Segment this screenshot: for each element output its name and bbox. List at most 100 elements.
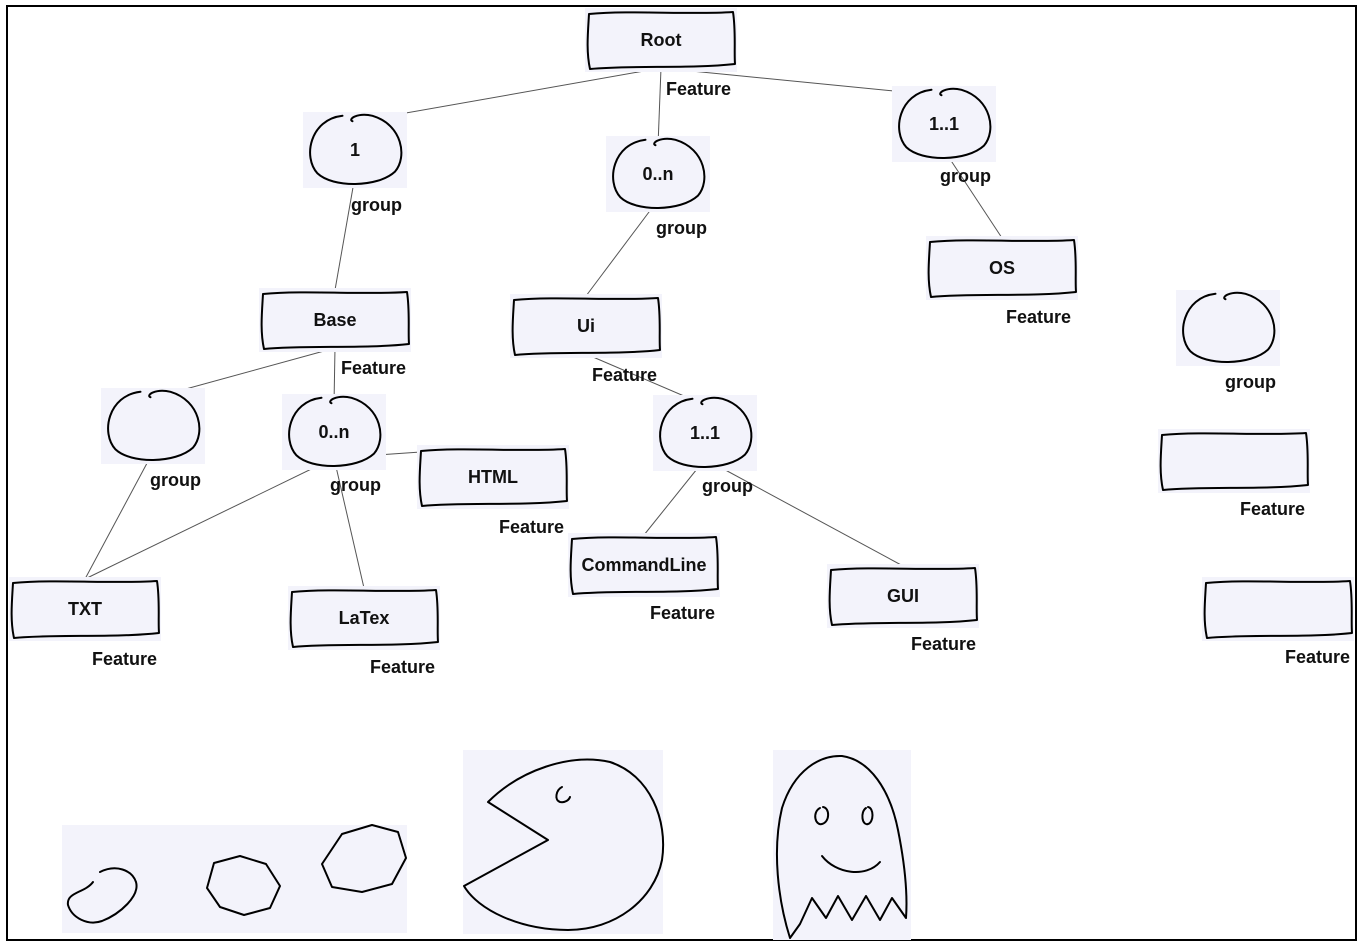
feature-box-outline (511, 297, 661, 356)
feature-box-outline (260, 291, 410, 350)
ghost-right-eye-icon (861, 806, 874, 826)
group-node-g_txt[interactable]: group (101, 388, 205, 490)
feature-type-label: Feature (92, 649, 157, 669)
feature-box-outline (418, 448, 568, 507)
edge-root-g_ui (657, 67, 662, 147)
group-type-label: group (150, 470, 201, 490)
node-background (1176, 290, 1280, 366)
ghost-doodle (773, 750, 911, 940)
feature-box-outline (927, 239, 1077, 298)
feature-box-outline (1159, 432, 1309, 491)
feature-node-palette_feature_1[interactable]: Feature (1158, 429, 1310, 519)
scribble-octagon-icon (321, 824, 407, 893)
node-label: 1 (350, 140, 360, 160)
scribble-octagon-icon (206, 855, 281, 916)
group-ellipse-outline (107, 389, 201, 461)
group-node-g_base[interactable]: 1 group (303, 112, 407, 215)
feature-box-outline (586, 11, 736, 70)
group-type-label: group (1225, 372, 1276, 392)
edge-g_mode-cmd (643, 458, 706, 536)
node-background (585, 8, 737, 72)
group-node-palette_group[interactable]: group (1176, 290, 1280, 392)
doodle-background (773, 750, 911, 940)
nodes-layer: RootFeature1group0..ngroup1..1groupOSFea… (9, 8, 1354, 677)
doodle-background (463, 750, 663, 934)
edge-g_ui-ui (585, 199, 659, 297)
pacman-eye-icon (555, 786, 571, 804)
feature-box-outline (569, 536, 719, 595)
group-ellipse-outline (659, 396, 753, 468)
node-background (510, 294, 662, 358)
node-background (9, 577, 161, 641)
group-ellipse-outline (1182, 291, 1276, 363)
group-node-g_ui[interactable]: 0..n group (606, 136, 710, 238)
node-label: Base (313, 310, 356, 330)
feature-type-label: Feature (1006, 307, 1071, 327)
feature-node-palette_feature_2[interactable]: Feature (1202, 577, 1354, 667)
node-background (1202, 577, 1354, 641)
feature-node-os[interactable]: OS Feature (926, 236, 1078, 327)
doodle-background (62, 825, 407, 933)
node-background (926, 236, 1078, 300)
node-label: 1..1 (929, 114, 959, 134)
group-type-label: group (656, 218, 707, 238)
edge-g_base-base (334, 175, 356, 291)
node-label: HTML (468, 467, 518, 487)
group-node-g_out[interactable]: 0..n group (282, 394, 386, 495)
doodles-layer (62, 750, 911, 940)
group-ellipse-outline (898, 87, 992, 159)
feature-type-label: Feature (370, 657, 435, 677)
node-label: 0..n (318, 422, 349, 442)
node-label: 1..1 (690, 423, 720, 443)
group-ellipse-outline (612, 137, 706, 209)
node-background (1158, 429, 1310, 493)
feature-type-label: Feature (650, 603, 715, 623)
node-background (101, 388, 205, 464)
pacman-doodle (463, 750, 665, 934)
canvas-frame (6, 5, 1357, 941)
ghost-left-eye-icon (814, 806, 830, 826)
feature-type-label: Feature (911, 634, 976, 654)
feature-node-gui[interactable]: GUI Feature (827, 564, 979, 654)
group-type-label: group (940, 166, 991, 186)
node-label: 0..n (642, 164, 673, 184)
feature-type-label: Feature (341, 358, 406, 378)
feature-type-label: Feature (1285, 647, 1350, 667)
node-background (288, 586, 440, 650)
edge-g_txt-txt (84, 451, 154, 580)
feature-node-html[interactable]: HTML Feature (417, 445, 569, 537)
scribble-circles-doodle (62, 824, 407, 933)
group-type-label: group (351, 195, 402, 215)
node-label: OS (989, 258, 1015, 278)
node-background (259, 288, 411, 352)
edge-g_mode-gui (704, 458, 904, 567)
pacman-icon (463, 758, 665, 931)
node-background (827, 564, 979, 628)
group-node-g_os[interactable]: 1..1 group (892, 86, 996, 186)
feature-type-label: Feature (592, 365, 657, 385)
feature-type-label: Feature (499, 517, 564, 537)
edge-g_out-txt (84, 457, 335, 580)
node-label: GUI (887, 586, 919, 606)
node-label: Root (641, 30, 682, 50)
group-ellipse-outline (309, 113, 403, 185)
group-type-label: group (330, 475, 381, 495)
ghost-smile-icon (821, 855, 881, 874)
feature-type-label: Feature (666, 79, 731, 99)
feature-box-outline (1203, 580, 1353, 639)
node-label: CommandLine (581, 555, 706, 575)
feature-type-label: Feature (1240, 499, 1305, 519)
group-ellipse-outline (288, 395, 382, 467)
edge-g_out-latex (333, 457, 365, 589)
node-background (568, 533, 720, 597)
node-background (417, 445, 569, 509)
feature-box-outline (828, 567, 978, 626)
